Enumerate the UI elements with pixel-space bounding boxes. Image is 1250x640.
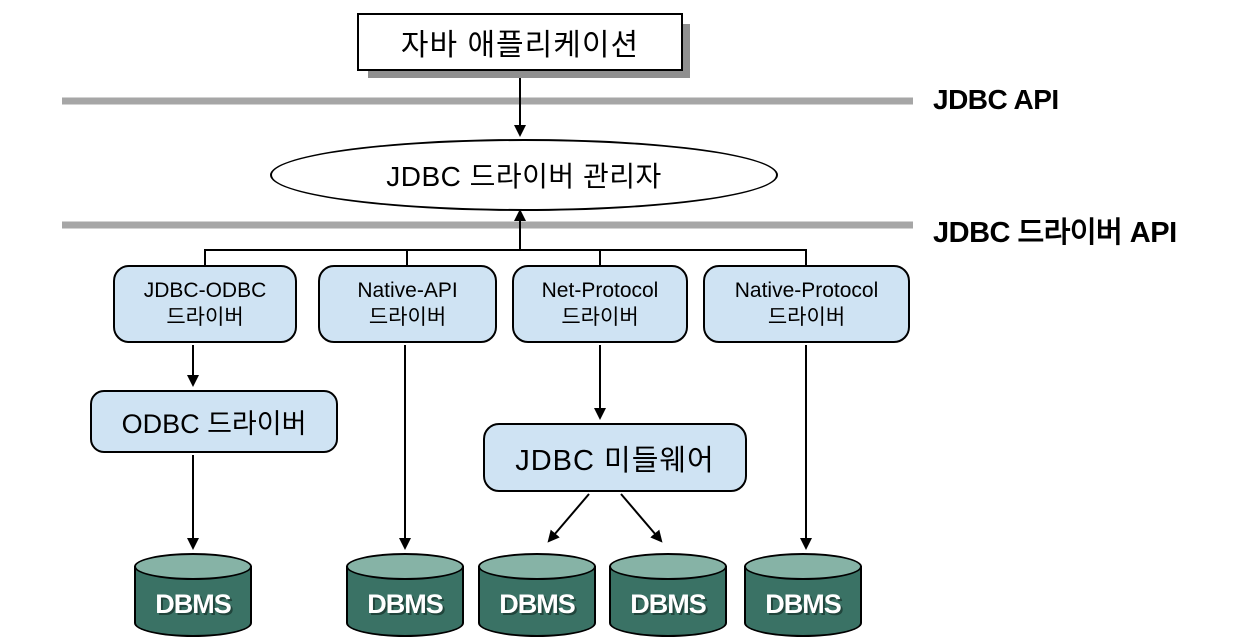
dbms-cylinder-5: DBMS <box>744 553 862 637</box>
driver-box-line2: 드라이버 <box>166 306 244 329</box>
jdbc-driver-manager-ellipse: JDBC 드라이버 관리자 <box>270 139 778 211</box>
dbms-label: DBMS <box>367 589 443 619</box>
driver-box-line1: Net-Protocol <box>541 278 659 302</box>
jdbc-driver-api-label: JDBC 드라이버 API <box>933 217 1177 249</box>
driver-box-line2: 드라이버 <box>767 306 846 329</box>
cylinder-top <box>478 553 596 580</box>
dbms-cylinder-4: DBMS <box>609 553 727 637</box>
driver-box-line1: JDBC-ODBC <box>143 278 267 302</box>
driver-box-jdbc-odbc: JDBC-ODBC 드라이버 <box>113 265 297 343</box>
cylinder-top <box>346 553 464 580</box>
arrow-middleware-to-dbms4 <box>620 493 663 543</box>
jdbc-api-label: JDBC API <box>933 84 1059 115</box>
driver-box-line2: 드라이버 <box>561 306 639 329</box>
dbms-label: DBMS <box>765 589 841 619</box>
dbms-cylinder-1: DBMS <box>134 553 252 637</box>
dbms-label: DBMS <box>499 589 575 619</box>
dbms-label: DBMS <box>630 589 706 619</box>
arrow-middleware-to-dbms3 <box>547 493 590 543</box>
driver-box-line2: 드라이버 <box>368 306 447 329</box>
driver-box-native-api: Native-API 드라이버 <box>318 265 497 343</box>
cylinder-body: DBMS <box>478 566 596 637</box>
cylinder-top <box>609 553 727 580</box>
java-application-box: 자바 애플리케이션 <box>357 13 683 71</box>
cylinder-top <box>744 553 862 580</box>
dbms-label: DBMS <box>155 589 231 619</box>
dbms-cylinder-3: DBMS <box>478 553 596 637</box>
cylinder-top <box>134 553 252 580</box>
driver-box-native-protocol: Native-Protocol 드라이버 <box>703 265 910 343</box>
odbc-driver-box: ODBC 드라이버 <box>90 390 338 453</box>
driver-box-line1: Native-Protocol <box>734 278 879 302</box>
driver-box-net-protocol: Net-Protocol 드라이버 <box>512 265 688 343</box>
dbms-cylinder-2: DBMS <box>346 553 464 637</box>
jdbc-middleware-box: JDBC 미들웨어 <box>483 423 747 492</box>
driver-box-line1: Native-API <box>357 278 458 302</box>
